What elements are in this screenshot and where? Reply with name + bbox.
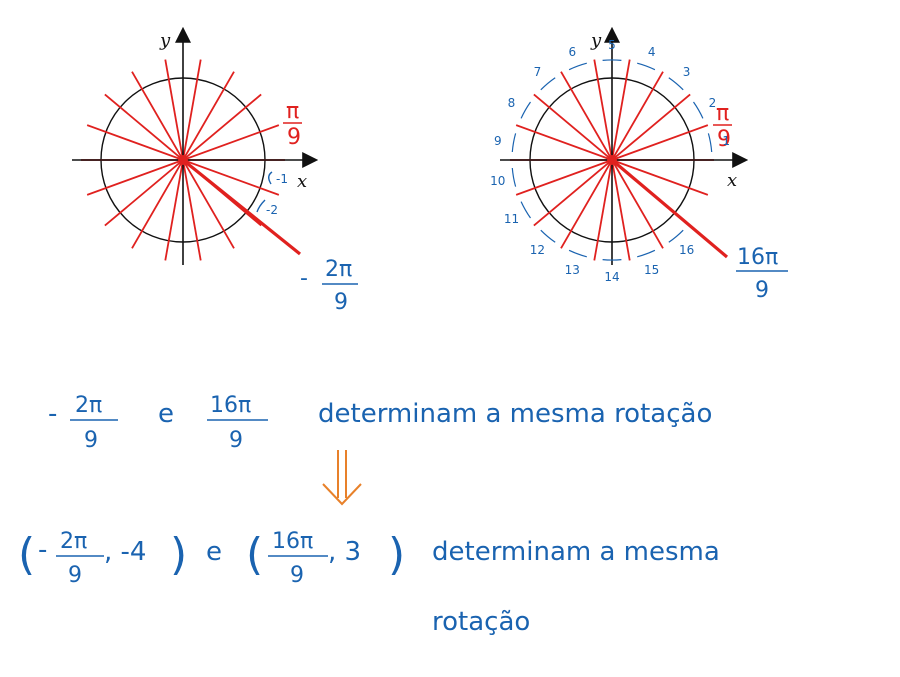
s1-frac1-sign: - bbox=[48, 399, 57, 429]
left-y-label: y bbox=[159, 30, 171, 51]
left-angle-sign: - bbox=[300, 266, 308, 291]
s2-pair1-second: , -4 bbox=[104, 537, 146, 567]
s1-frac1-num: 2π bbox=[75, 393, 102, 418]
s2-pair2-den: 9 bbox=[290, 563, 304, 588]
implies-arrow bbox=[322, 450, 362, 506]
right-y-label: y bbox=[590, 30, 602, 51]
s2-pair2-close: ) bbox=[388, 529, 405, 580]
right-step-arrow-3 bbox=[668, 77, 684, 91]
right-origin bbox=[607, 155, 617, 165]
s1-text: determinam a mesma rotação bbox=[318, 399, 712, 429]
left-arrow-1 bbox=[268, 171, 273, 185]
right-step-arrow-2 bbox=[693, 101, 704, 119]
left-pi-den: 9 bbox=[287, 125, 301, 150]
right-step-label-16: 16 bbox=[679, 243, 694, 257]
s2-pair1-sign: - bbox=[38, 535, 47, 565]
right-step-label-11: 11 bbox=[504, 212, 519, 226]
right-step-arrow-1 bbox=[707, 133, 713, 153]
left-angle-num: 2π bbox=[325, 257, 352, 282]
s1-frac2-num: 16π bbox=[210, 393, 251, 418]
right-terminal-ray bbox=[610, 158, 729, 259]
s1-frac2-den: 9 bbox=[229, 428, 243, 453]
right-pi-num: π bbox=[716, 101, 729, 126]
right-step-arrow-16 bbox=[668, 229, 684, 243]
right-step-label-9: 9 bbox=[494, 134, 502, 148]
left-label-2: -2 bbox=[266, 203, 278, 217]
right-step-label-13: 13 bbox=[565, 263, 580, 277]
right-step-label-5: 5 bbox=[608, 38, 616, 52]
right-x-label: x bbox=[727, 170, 737, 191]
right-step-label-8: 8 bbox=[508, 96, 516, 110]
s2-pair1-num: 2π bbox=[60, 529, 87, 554]
s2-pair1-open: ( bbox=[18, 529, 35, 580]
s2-pair2-num: 16π bbox=[272, 529, 313, 554]
right-pi-den: 9 bbox=[717, 127, 731, 152]
right-step-arrow-11 bbox=[520, 201, 531, 219]
right-angle-num: 16π bbox=[737, 245, 778, 270]
right-step-label-15: 15 bbox=[644, 263, 659, 277]
s2-text-line2: rotação bbox=[432, 607, 530, 637]
right-step-label-3: 3 bbox=[683, 65, 691, 79]
left-terminal-ray bbox=[181, 158, 302, 256]
right-step-label-10: 10 bbox=[490, 174, 505, 188]
right-step-label-7: 7 bbox=[534, 65, 542, 79]
right-step-arrow-7 bbox=[540, 77, 556, 91]
right-step-label-1: 1 bbox=[722, 134, 730, 148]
left-x-label: x bbox=[297, 171, 307, 192]
right-step-label-14: 14 bbox=[604, 270, 619, 284]
right-step-label-2: 2 bbox=[709, 96, 717, 110]
right-step-arrow-4 bbox=[637, 62, 656, 71]
s2-conj: e bbox=[206, 537, 222, 567]
right-step-label-4: 4 bbox=[648, 45, 656, 59]
right-step-label-6: 6 bbox=[568, 45, 576, 59]
right-step-arrow-12 bbox=[540, 229, 556, 243]
left-circle-diagram: x y π 9 -1 -2 - 2π 9 bbox=[72, 26, 358, 315]
right-step-label-12: 12 bbox=[530, 243, 545, 257]
statement-2: ( - 2π 9 , -4 ) e ( 16π 9 , 3 ) determin… bbox=[18, 529, 720, 637]
right-step-arrow-13 bbox=[568, 249, 587, 258]
statement-1: - 2π 9 e 16π 9 determinam a mesma rotaçã… bbox=[48, 393, 712, 453]
left-origin bbox=[178, 155, 188, 165]
right-step-arrow-6 bbox=[568, 62, 587, 71]
left-arrow-2 bbox=[256, 199, 266, 213]
s2-pair1-den: 9 bbox=[68, 563, 82, 588]
s2-pair1-close: ) bbox=[170, 529, 187, 580]
right-step-arrow-8 bbox=[520, 101, 531, 119]
s2-pair2-open: ( bbox=[246, 529, 263, 580]
s2-pair2-second: , 3 bbox=[328, 537, 361, 567]
right-step-arrow-15 bbox=[637, 249, 656, 258]
left-pi-num: π bbox=[286, 99, 299, 124]
s1-conj: e bbox=[158, 399, 174, 429]
right-angle-den: 9 bbox=[755, 278, 769, 303]
s2-text-line1: determinam a mesma bbox=[432, 537, 720, 567]
s1-frac1-den: 9 bbox=[84, 428, 98, 453]
left-label-1: -1 bbox=[276, 172, 288, 186]
left-angle-den: 9 bbox=[334, 290, 348, 315]
right-step-arrow-10 bbox=[511, 167, 517, 187]
right-step-arrow-9 bbox=[511, 133, 517, 153]
